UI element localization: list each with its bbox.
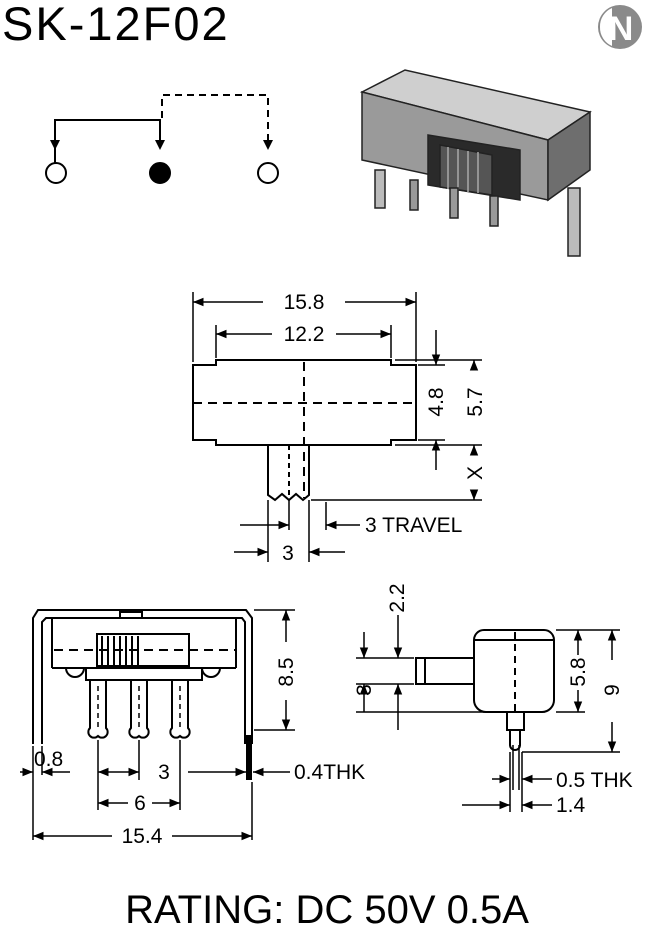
dim-side-body-height: 5.8 (567, 657, 590, 686)
switch-3d-illustration (359, 69, 592, 257)
part-number-title: SK-12F02 (2, 0, 230, 50)
dim-terminal-thickness: 0.4THK (294, 761, 365, 784)
dim-front-offset: 0.8 (34, 748, 63, 771)
dim-actuator-width: 3 (282, 542, 294, 565)
dim-actuator-offset: 2.2 (386, 583, 409, 612)
dim-front-height: 8.5 (275, 657, 298, 686)
dim-actuator-size: 3 (353, 684, 376, 696)
dim-overall-length: 15.8 (284, 291, 325, 314)
dim-body-height: 4.8 (425, 387, 448, 416)
terminal-right-icon (257, 162, 279, 184)
top-view (192, 292, 482, 562)
dim-side-total-height: 9 (601, 684, 624, 696)
terminal-left-icon (45, 162, 67, 184)
dim-extension-mark: X (464, 466, 487, 480)
dim-inner-length: 12.2 (284, 323, 325, 346)
side-view (356, 615, 620, 812)
dim-pin-span: 6 (134, 792, 146, 815)
logo-letter: N (609, 10, 634, 48)
front-view (20, 609, 295, 841)
rating-footer: RATING: DC 50V 0.5A (125, 888, 529, 932)
dim-travel: 3 TRAVEL (365, 514, 462, 537)
dim-pin-width: 1.4 (556, 794, 586, 817)
switch-schematic (45, 94, 279, 184)
dim-total-height: 5.7 (464, 387, 487, 416)
dim-pin-pitch: 3 (158, 761, 170, 784)
dim-total-width: 15.4 (122, 825, 163, 848)
terminal-common-icon (149, 162, 171, 184)
dim-pin-thickness: 0.5 THK (556, 769, 633, 792)
brand-logo: N (598, 5, 642, 49)
